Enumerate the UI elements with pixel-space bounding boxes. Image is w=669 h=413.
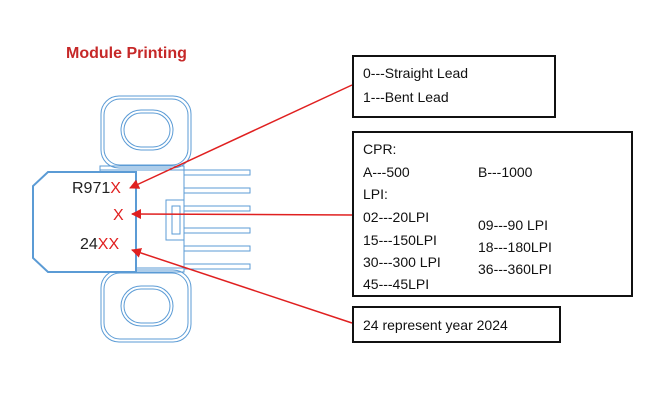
lpi-option: 30---300 LPI — [363, 254, 441, 270]
lead-type-box: 0---Straight Lead 1---Bent Lead — [352, 55, 556, 118]
lpi-heading: LPI: — [363, 186, 388, 202]
marking-line-3-suffix: XX — [97, 236, 120, 253]
module-pins — [183, 169, 251, 270]
lpi-option: 45---45LPI — [363, 276, 430, 292]
lpi-option: 15---150LPI — [363, 232, 437, 248]
marking-line-3-prefix: 24 — [80, 236, 98, 253]
bottom-mounting-ear — [100, 269, 192, 343]
lpi-option: 18---180LPI — [478, 239, 552, 255]
marking-line-1: R971X — [72, 180, 121, 198]
lpi-option: 02---20LPI — [363, 209, 430, 225]
cpr-option-b: B---1000 — [478, 164, 533, 180]
marking-line-3: 24XX — [80, 236, 119, 254]
diagram-title: Module Printing — [66, 45, 187, 62]
marking-line-1-suffix: X — [110, 180, 121, 197]
year-code-text: 24 represent year 2024 — [363, 317, 508, 333]
lpi-option: 09---90 LPI — [478, 217, 549, 233]
lpi-option: 36---360LPI — [478, 261, 552, 277]
arrow-cpr-lpi — [131, 209, 353, 220]
label-plate — [32, 171, 137, 273]
top-mounting-ear — [100, 95, 192, 169]
callout-arrows — [129, 84, 353, 324]
cpr-lpi-box: CPR: A---500 B---1000 LPI: 02---20LPI 15… — [352, 131, 633, 297]
cpr-option-a: A---500 — [363, 164, 410, 180]
arrow-year — [131, 248, 353, 324]
lead-type-straight: 0---Straight Lead — [363, 65, 469, 81]
marking-line-2: X — [113, 207, 124, 224]
marking-line-1-prefix: R971 — [72, 180, 111, 197]
year-code-box: 24 represent year 2024 — [352, 306, 561, 343]
cpr-heading: CPR: — [363, 141, 397, 157]
arrow-lead-type — [129, 84, 353, 189]
lead-type-bent: 1---Bent Lead — [363, 89, 449, 105]
